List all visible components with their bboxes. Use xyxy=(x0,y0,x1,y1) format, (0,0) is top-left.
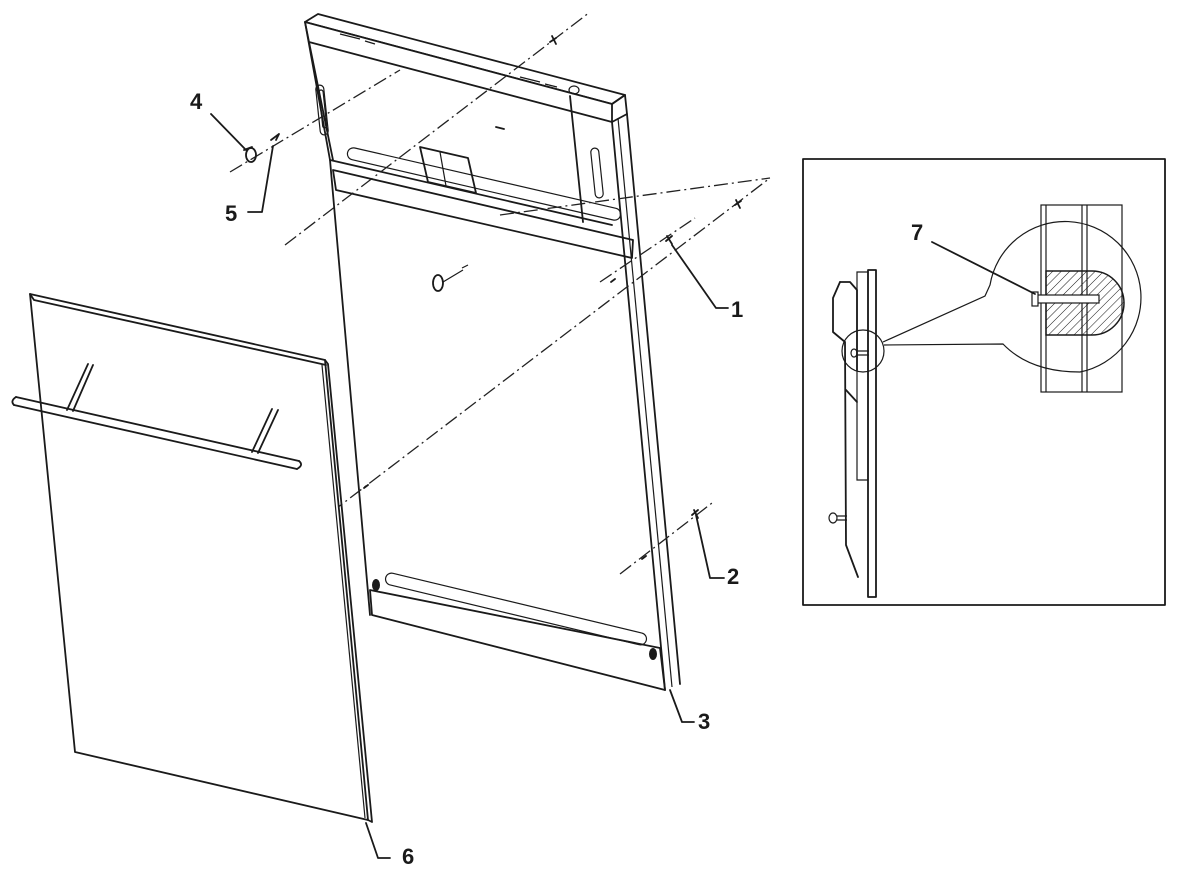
callout-4: 4 xyxy=(190,89,203,114)
leader-lines xyxy=(210,113,729,859)
callout-5: 5 xyxy=(225,201,238,226)
detail-inset xyxy=(802,158,1166,606)
callout-3: 3 xyxy=(698,709,711,734)
callout-1: 1 xyxy=(731,297,744,322)
appliance-door xyxy=(304,13,681,691)
callout-6: 6 xyxy=(402,844,415,869)
fasteners xyxy=(243,35,742,560)
decor-panel xyxy=(11,293,373,823)
callout-2: 2 xyxy=(727,564,740,589)
callout-7: 7 xyxy=(911,220,924,245)
